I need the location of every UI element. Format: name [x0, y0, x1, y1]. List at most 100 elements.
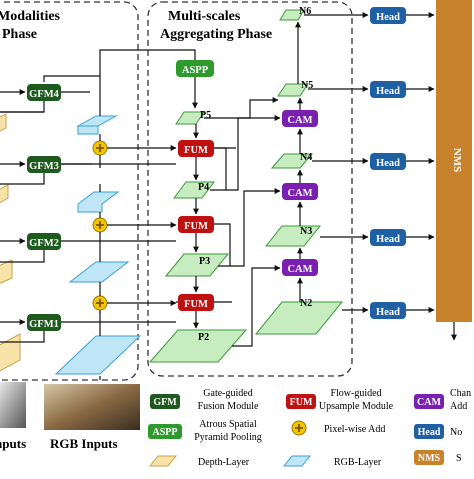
gfm1-block: GFM1	[27, 314, 61, 331]
cam-block-5: CAM	[282, 110, 318, 127]
rgb-layer-4-front	[77, 125, 99, 135]
gfm3-block: GFM3	[27, 156, 61, 173]
depth-inputs-label: Inputs	[0, 436, 26, 451]
fum-block-4: FUM	[178, 140, 214, 157]
rgb-layer-3	[77, 191, 120, 213]
svg-text:ASPP: ASPP	[182, 65, 209, 76]
svg-text:Atrous Spatial: Atrous Spatial	[199, 419, 257, 430]
svg-text:Pyramid Pooling: Pyramid Pooling	[194, 432, 262, 443]
svg-text:Head: Head	[418, 427, 441, 438]
left-connectors	[0, 75, 177, 380]
n2-layer	[254, 301, 344, 335]
fum-block-2: FUM	[178, 294, 214, 311]
depth-input-image	[0, 382, 26, 428]
p2-layer	[148, 329, 248, 363]
svg-text:Head: Head	[376, 12, 400, 23]
svg-text:CAM: CAM	[287, 188, 312, 199]
svg-text:Pixel-wise Add: Pixel-wise Add	[324, 424, 385, 435]
svg-text:No: No	[450, 427, 462, 438]
svg-text:ASPP: ASPP	[153, 427, 178, 438]
svg-text:Upsample Module: Upsample Module	[319, 401, 394, 412]
rgb-layer-2	[68, 261, 130, 283]
svg-text:GFM: GFM	[153, 397, 177, 408]
head-block-4: Head	[370, 153, 406, 170]
legend-head: Head No	[414, 424, 462, 439]
left-title-line2: Phase	[2, 27, 37, 42]
n2-label: N2	[300, 298, 312, 309]
n4-layer	[270, 153, 314, 169]
svg-text:Depth-Layer: Depth-Layer	[198, 457, 250, 468]
depth-layer-4	[0, 113, 7, 132]
nms-block: NMS	[436, 0, 472, 322]
legend-aspp: ASPP Atrous Spatial Pyramid Pooling	[148, 419, 262, 443]
p3-label: P3	[199, 256, 210, 267]
cam-block-3: CAM	[282, 259, 318, 276]
svg-text:FUM: FUM	[184, 299, 208, 310]
add-icon-2	[92, 217, 108, 233]
svg-text:FUM: FUM	[290, 397, 313, 408]
legend-nms: NMS S	[414, 450, 462, 465]
svg-text:GFM4: GFM4	[29, 89, 59, 100]
legend: GFM Gate-guided Fusion Module ASPP Atrou…	[148, 388, 471, 468]
svg-text:GFM1: GFM1	[29, 319, 59, 330]
n6-layer	[279, 9, 305, 21]
svg-text:Head: Head	[376, 307, 400, 318]
legend-add: Pixel-wise Add	[291, 420, 385, 436]
svg-text:GFM3: GFM3	[29, 161, 59, 172]
legend-cam: CAM Chan Add	[414, 388, 471, 412]
n6-label: N6	[299, 6, 311, 17]
p5-label: P5	[200, 110, 211, 121]
svg-text:Add: Add	[450, 401, 467, 412]
rgb-layer-4	[76, 115, 118, 127]
add-icon-3	[92, 140, 108, 156]
svg-text:Fusion Module: Fusion Module	[198, 401, 259, 412]
svg-text:RGB-Layer: RGB-Layer	[334, 457, 382, 468]
legend-fum: FUM Flow-guided Upsample Module	[286, 388, 394, 412]
modalities-phase-frame	[0, 1, 139, 381]
svg-text:Head: Head	[376, 158, 400, 169]
svg-text:Head: Head	[376, 86, 400, 97]
p4-layer	[173, 181, 215, 199]
svg-text:NMS: NMS	[451, 148, 463, 172]
p3-layer	[164, 253, 230, 277]
legend-rgb-layer: RGB-Layer	[282, 455, 382, 468]
svg-text:Chan: Chan	[450, 388, 471, 399]
aspp-block: ASPP	[176, 60, 214, 77]
svg-text:Head: Head	[376, 234, 400, 245]
head-block-5: Head	[370, 81, 406, 98]
right-connectors	[304, 12, 457, 341]
legend-gfm: GFM Gate-guided Fusion Module	[150, 388, 259, 412]
add-icon-1	[92, 295, 108, 311]
svg-text:Flow-guided: Flow-guided	[330, 388, 381, 399]
depth-layer-2	[0, 259, 13, 284]
svg-text:FUM: FUM	[184, 145, 208, 156]
gfm2-block: GFM2	[27, 233, 61, 250]
head-block-6: Head	[370, 7, 406, 24]
svg-text:NMS: NMS	[418, 453, 441, 464]
n3-label: N3	[300, 226, 312, 237]
svg-text:CAM: CAM	[417, 397, 441, 408]
head-block-2: Head	[370, 302, 406, 319]
p5-layer	[175, 111, 205, 125]
p2-label: P2	[198, 332, 209, 343]
svg-text:CAM: CAM	[287, 264, 312, 275]
svg-text:FUM: FUM	[184, 221, 208, 232]
p4-label: P4	[198, 182, 209, 193]
n3-layer	[264, 225, 322, 247]
rgb-input-image	[44, 384, 140, 430]
middle-title-line1: Multi-scales	[168, 9, 241, 24]
n4-label: N4	[300, 152, 312, 163]
left-title-line1: Modalities	[0, 9, 61, 24]
legend-depth-layer: Depth-Layer	[148, 455, 250, 468]
depth-layer-1	[0, 333, 21, 372]
rgb-layer-1	[54, 335, 142, 375]
depth-layer-3	[0, 184, 9, 204]
head-block-3: Head	[370, 229, 406, 246]
rgb-inputs-label: RGB Inputs	[50, 436, 118, 451]
fum-block-3: FUM	[178, 216, 214, 233]
svg-text:CAM: CAM	[287, 115, 312, 126]
gfm4-block: GFM4	[27, 84, 61, 101]
n5-label: N5	[301, 80, 313, 91]
